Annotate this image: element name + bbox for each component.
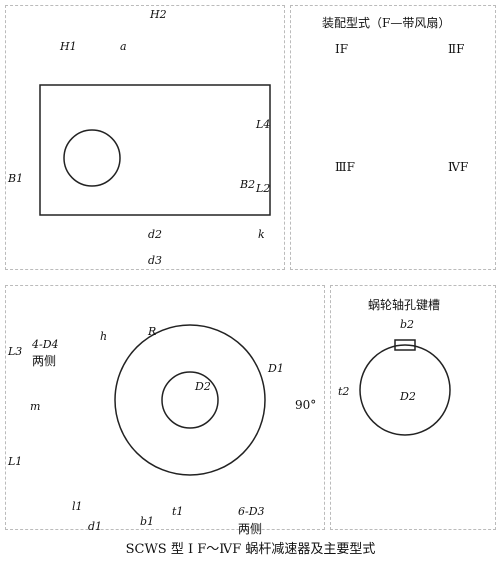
dim-l4: L4 bbox=[256, 118, 271, 131]
side-view-panel bbox=[5, 5, 285, 270]
dim-d1: D1 bbox=[268, 362, 284, 375]
config-label-2f: ⅡF bbox=[448, 42, 465, 56]
dim-t2: t2 bbox=[338, 385, 350, 398]
dim-d3: d3 bbox=[148, 254, 163, 267]
assembly-panel bbox=[290, 5, 496, 270]
dim-h1: H1 bbox=[60, 40, 77, 53]
note-both-sides-2: 两侧 bbox=[238, 522, 263, 536]
dim-d2: d2 bbox=[148, 228, 163, 241]
dim-d1-small: d1 bbox=[88, 520, 103, 533]
config-label-1f: ⅠF bbox=[335, 42, 349, 56]
dim-b1-small: b1 bbox=[140, 515, 155, 528]
note-4-d4: 4-D4 bbox=[32, 338, 59, 351]
front-view-housing bbox=[114, 324, 266, 476]
keyway-slot bbox=[394, 339, 416, 351]
dim-b2: B2 bbox=[240, 178, 256, 191]
dim-r: R bbox=[148, 325, 157, 338]
dim-d2-key: D2 bbox=[400, 390, 416, 403]
dim-b2-key: b2 bbox=[400, 318, 415, 331]
dim-d2-front: D2 bbox=[195, 380, 211, 393]
figure-caption: SCWS 型 I F～ⅣF 蜗杆减速器及主要型式 bbox=[125, 542, 376, 557]
dim-l1: L1 bbox=[8, 455, 23, 468]
keyway-heading: 蜗轮轴孔键槽 bbox=[368, 298, 441, 312]
side-view-housing bbox=[39, 84, 271, 216]
config-label-3f: ⅢF bbox=[335, 160, 355, 174]
front-view-bore bbox=[161, 371, 219, 429]
keyway-panel bbox=[330, 285, 496, 530]
dim-l2: L2 bbox=[256, 182, 271, 195]
front-view-panel bbox=[5, 285, 325, 530]
dim-k: k bbox=[258, 228, 265, 241]
dim-l3: L3 bbox=[8, 345, 23, 358]
note-6-d3: 6-D3 bbox=[238, 505, 265, 518]
dim-b1: B1 bbox=[8, 172, 24, 185]
dim-h2: H2 bbox=[150, 8, 167, 21]
side-view-shaft bbox=[63, 129, 121, 187]
keyway-section bbox=[359, 344, 451, 436]
angle-90: 90° bbox=[295, 398, 317, 412]
dim-h: h bbox=[100, 330, 108, 343]
assembly-heading: 装配型式（F—带风扇） bbox=[322, 16, 451, 30]
dim-t1: t1 bbox=[172, 505, 184, 518]
dim-l1-small: l1 bbox=[72, 500, 83, 513]
dim-a: a bbox=[120, 40, 127, 53]
dim-m: m bbox=[30, 400, 41, 413]
note-both-sides-1: 两侧 bbox=[32, 354, 57, 368]
config-label-4f: ⅣF bbox=[448, 160, 469, 174]
